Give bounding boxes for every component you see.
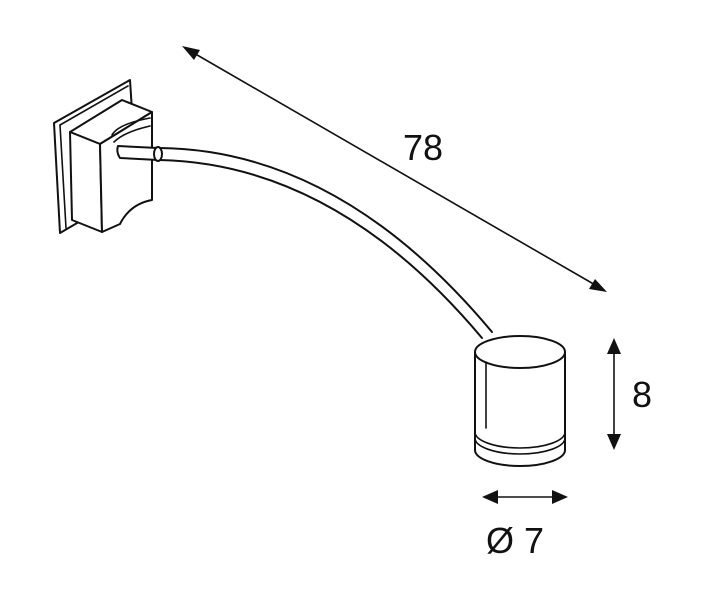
wall-mount xyxy=(53,79,153,234)
height-arrow-top xyxy=(607,338,621,354)
height-dimension: 8 xyxy=(607,338,652,450)
length-dimension: 78 xyxy=(182,46,607,292)
height-arrow-bottom xyxy=(607,434,621,450)
diameter-arrow-right xyxy=(552,490,568,504)
arm-connector xyxy=(116,145,163,162)
diameter-label: Ø 7 xyxy=(486,520,544,561)
diameter-arrow-left xyxy=(482,490,498,504)
length-label: 78 xyxy=(403,127,443,168)
lamp-head xyxy=(474,335,566,467)
diameter-dimension: Ø 7 xyxy=(482,490,568,561)
length-arrow-start xyxy=(182,46,200,60)
height-label: 8 xyxy=(632,374,652,415)
length-arrow-end xyxy=(589,279,607,292)
curved-arm xyxy=(159,147,493,339)
